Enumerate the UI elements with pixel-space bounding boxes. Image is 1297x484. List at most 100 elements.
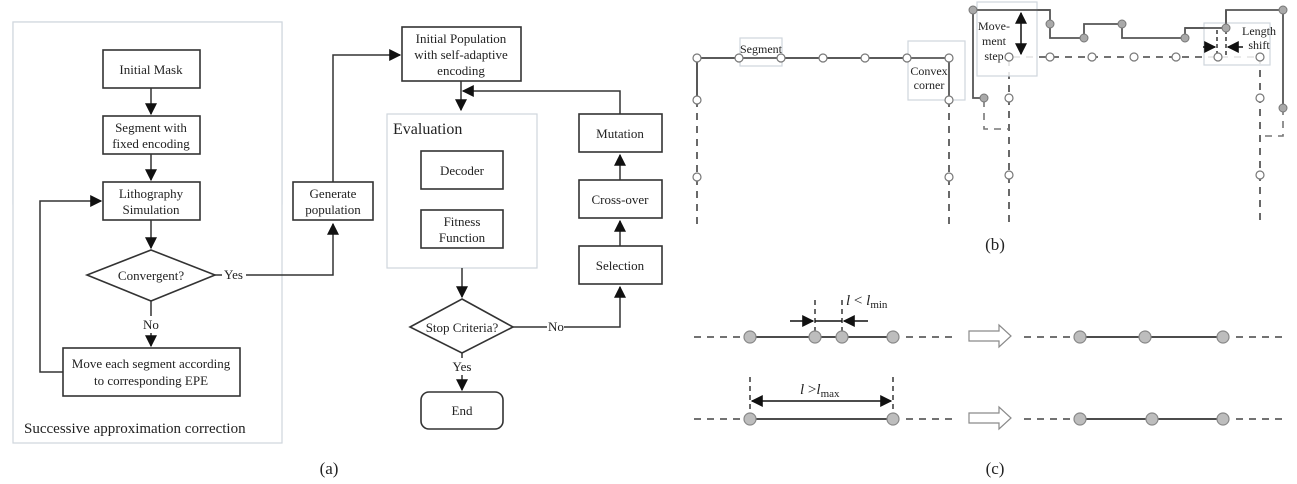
original-node [1255,52,1265,62]
original-node [1004,93,1014,103]
rule-min-label: l < lmin [846,293,888,311]
moved-node [1079,33,1089,43]
row1-result-node [1138,330,1152,344]
edge-generate-to-initial-pop [332,49,402,182]
segment-node [692,172,702,182]
sac-group-label: Successive approximation correction [24,421,246,437]
movement-step-label-3: step [984,49,1003,63]
row1-node [835,330,849,344]
move-segment-label-2: to corresponding EPE [94,373,208,388]
end-node [420,391,504,430]
segment-node [818,53,828,63]
segment-label: Segment [740,42,783,56]
segment-node [776,53,786,63]
moved-node [968,5,978,15]
rule-max-label: l >lmax [800,382,840,400]
edge-mutation-to-eval [461,85,621,114]
transform-arrow-icon [968,323,1012,349]
moved-node [1117,19,1127,29]
panel-a: Successive approximation correction Init… [12,21,663,478]
segment-fixed-label-2: fixed encoding [112,136,190,151]
generate-population-node [292,181,374,221]
moved-nodes [968,5,1288,113]
row2-result-node [1145,412,1159,426]
decoder-label: Decoder [440,163,485,178]
litho-sim-label-1: Lithography [119,186,184,201]
moved-node [1180,33,1190,43]
generate-population-label-2: population [305,202,361,217]
mutation-node [578,113,663,153]
convex-corner-label-2: corner [914,78,945,92]
segment-node [902,53,912,63]
edge-stop-no-to-selection [564,285,626,328]
original-nodes [1004,52,1265,180]
segment-nodes-left [692,53,954,182]
row1-result-node [1073,330,1087,344]
generate-population-label-1: Generate [310,186,357,201]
stop-no-label: No [548,319,564,334]
segment-node [692,95,702,105]
move-segment-label-1: Move each segment according [72,356,231,371]
caption-b: (b) [985,235,1005,254]
moved-outline-right-dash [1261,108,1284,137]
initial-mask-label: Initial Mask [119,62,183,77]
movement-step-label-box [976,1,1038,77]
row1-result-node [1216,330,1230,344]
initial-population-node [401,26,522,82]
segment-node [692,53,702,63]
original-node [1129,52,1139,62]
transform-arrow-icon [968,405,1012,431]
initial-population-label-2: with self-adaptive [414,47,508,62]
row1-node [808,330,822,344]
row2-result-node [1073,412,1087,426]
original-outline-dashed [1008,56,1261,222]
moved-node [979,93,989,103]
decoder-node [420,150,504,190]
row1-node [743,330,757,344]
initial-population-label-3: encoding [437,63,485,78]
fitness-label-1: Fitness [444,214,481,229]
row2-result-node [1216,412,1230,426]
original-node [1045,52,1055,62]
moved-node [1045,19,1055,29]
movement-step-label-2: ment [982,34,1007,48]
fitness-function-node [420,209,504,249]
segment-node [944,172,954,182]
segment-node [860,53,870,63]
panel-c: l < lmin l >lmax (c) [694,293,1287,478]
row2-node [886,412,900,426]
original-node [1255,170,1265,180]
original-node [1004,52,1014,62]
convex-corner-label-box [907,40,966,101]
convergent-label: Convergent? [118,268,184,283]
row1-node [886,330,900,344]
convex-corner-label-1: Convex [910,64,947,78]
crossover-label: Cross-over [591,192,649,207]
convergent-no-label: No [143,317,159,332]
segment-fixed-label-1: Segment with [115,120,187,135]
moved-outline-left-dash [983,100,1009,130]
moved-node [1278,5,1288,15]
panel-b: Segment Convex corner M [690,1,1288,254]
selection-label: Selection [596,258,645,273]
caption-a: (a) [320,459,339,478]
row2-node [743,412,757,426]
original-node [1171,52,1181,62]
original-node [1213,52,1223,62]
original-node [1087,52,1097,62]
fitness-label-2: Function [439,230,486,245]
convergent-yes-label: Yes [224,267,243,282]
end-label: End [452,403,473,418]
mutation-label: Mutation [596,126,644,141]
segment-node [944,53,954,63]
original-node [1255,93,1265,103]
length-shift-label-1: Length [1242,24,1276,38]
movement-step-label-1: Move- [978,19,1010,33]
moved-node [1221,23,1231,33]
length-shift-label-2: shift [1248,38,1270,52]
litho-sim-label-2: Simulation [122,202,180,217]
initial-population-label-1: Initial Population [416,31,507,46]
segment-node [944,95,954,105]
stop-yes-label: Yes [453,359,472,374]
